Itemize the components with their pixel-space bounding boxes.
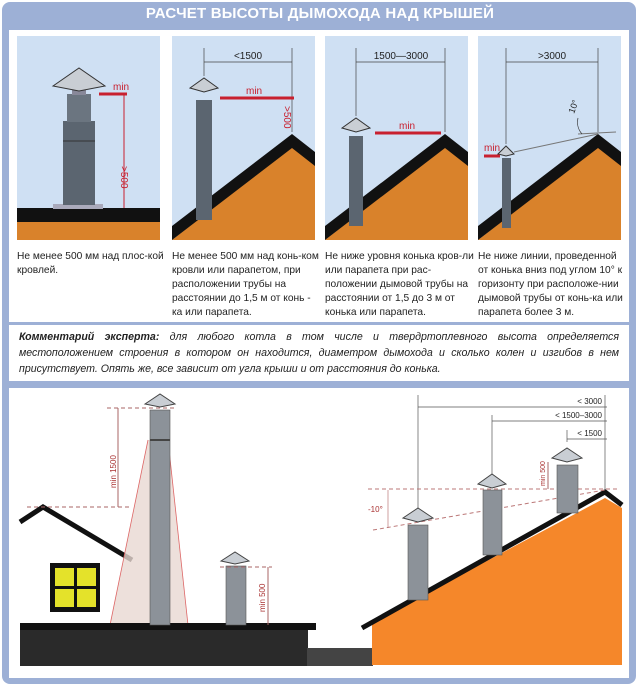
min-label: min [399, 121, 415, 132]
flat-roof-illustration: min >500 [17, 67, 160, 240]
rules-section: min >500 <1500 min >500 1500—3000 min >3… [9, 30, 629, 322]
height-label: >500 [118, 166, 129, 189]
distance-1500-3000-label: < 1500–3000 [555, 411, 602, 420]
height-label: >500 [281, 106, 292, 129]
min-500-label: min 500 [540, 461, 547, 486]
expert-comment: Комментарий эксперта: для любого котла в… [9, 325, 629, 381]
panel-flat-roof: min >500 [17, 36, 160, 240]
caption-flat-roof: Не менее 500 мм над плос-кой кровлей. [17, 251, 164, 276]
min-label: min [246, 86, 262, 97]
far-distance-illustration: >3000 10° min [478, 48, 621, 240]
distance-label: <1500 [234, 51, 263, 62]
comment-text: для любого котла в том числе и твердртоп… [19, 331, 619, 375]
panel-mid-distance: 1500—3000 min [325, 36, 468, 240]
distance-3000-label: < 3000 [577, 397, 602, 406]
distance-label: 1500—3000 [374, 51, 429, 62]
near-ridge-illustration: <1500 min >500 [172, 48, 315, 240]
distance-label: >3000 [538, 51, 567, 62]
min-label: min [113, 82, 129, 93]
panel-near-ridge: <1500 min >500 [172, 36, 315, 240]
caption-far-distance: Не ниже линии, проведенной от конька вни… [478, 251, 623, 318]
min-1500-label: min 1500 [109, 455, 118, 488]
distance-1500-label: < 1500 [577, 429, 602, 438]
panel-far-distance: >3000 10° min [478, 36, 621, 240]
min-label: min [484, 143, 500, 154]
min-500-label: min 500 [258, 583, 267, 612]
angle-label: -10° [368, 505, 383, 514]
page-title: РАСЧЕТ ВЫСОТЫ ДЫМОХОДА НАД КРЫШЕЙ [145, 5, 495, 22]
mid-distance-illustration: 1500—3000 min [325, 48, 468, 240]
comment-lead: Комментарий эксперта: [19, 331, 160, 343]
angle-label: 10° [566, 98, 580, 115]
caption-near-ridge: Не менее 500 мм над конь-ком кровли или … [172, 251, 319, 318]
caption-mid-distance: Не ниже уровня конька кров-ли или парапе… [325, 251, 474, 318]
